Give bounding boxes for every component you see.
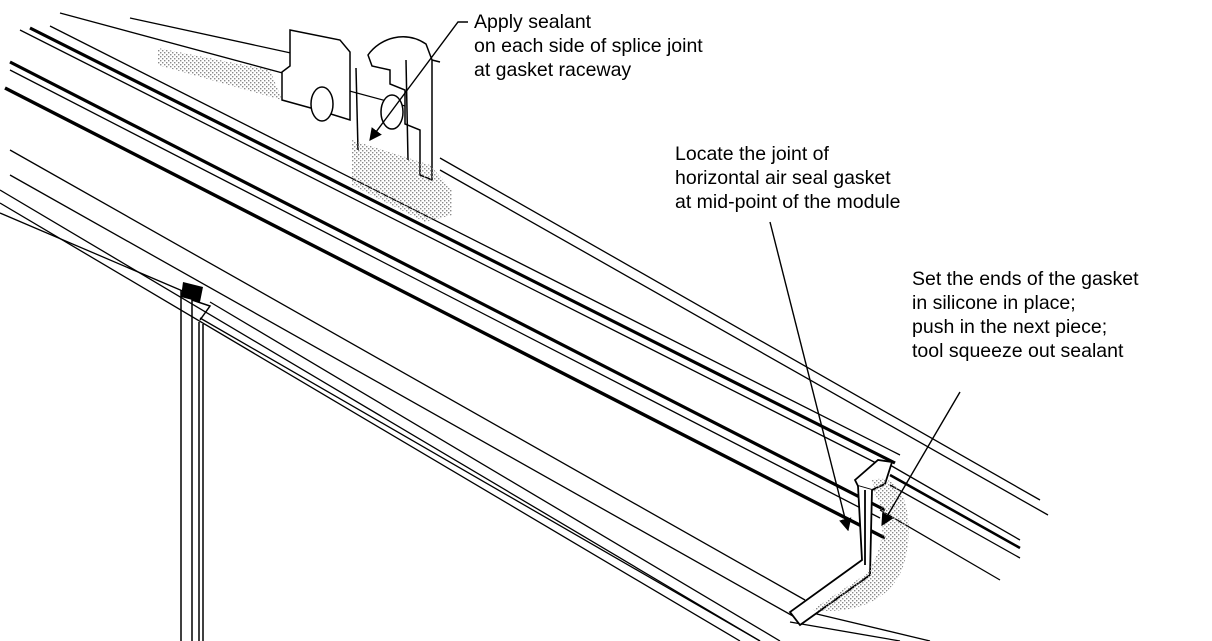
lower-frame xyxy=(0,149,931,641)
callout-set-gasket-ends: Set the ends of the gasket in silicone i… xyxy=(912,267,1139,363)
vertical-mullion xyxy=(180,290,212,641)
callout-line: at gasket raceway xyxy=(474,59,632,81)
callout-locate-joint: Locate the joint of horizontal air seal … xyxy=(675,142,900,214)
callout-line: horizontal air seal gasket xyxy=(675,167,891,189)
splice-sleeve xyxy=(281,29,441,182)
callout-line: Locate the joint of xyxy=(675,143,829,165)
callout-line: Apply sealant xyxy=(474,11,592,33)
splice-sealant xyxy=(158,48,452,222)
leader-lines xyxy=(369,21,961,532)
gasket-sealant xyxy=(812,478,909,611)
right-rails xyxy=(439,157,1049,581)
callout-line: in silicone in place; xyxy=(912,292,1076,314)
upper-rails xyxy=(4,12,901,540)
callout-line: on each side of splice joint xyxy=(474,35,703,57)
callout-line: Set the ends of the gasket xyxy=(912,268,1139,290)
callout-apply-sealant: Apply sealant on each side of splice joi… xyxy=(474,10,703,82)
callout-line: at mid-point of the module xyxy=(675,191,901,213)
callout-line: tool squeeze out sealant xyxy=(912,340,1124,362)
callout-line: push in the next piece; xyxy=(912,316,1108,338)
mullion-cap xyxy=(181,282,203,302)
